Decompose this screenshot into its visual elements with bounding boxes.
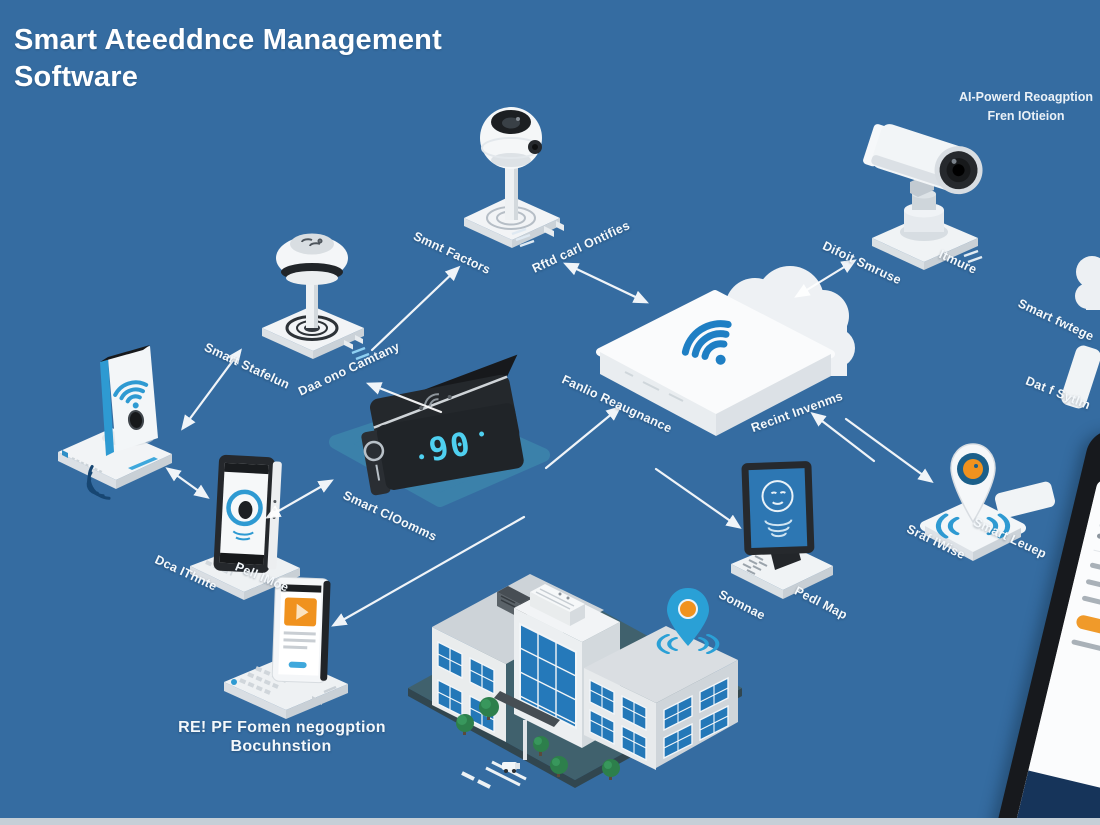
dome-camera <box>448 98 578 256</box>
media-tablet-illustration <box>224 576 348 719</box>
media-screen <box>271 576 331 684</box>
pin-ripples-icon <box>656 634 720 654</box>
station-cap-marks <box>301 238 323 247</box>
office-building <box>402 530 747 790</box>
wifi-router-illustration <box>58 345 172 500</box>
image-bottom-strip <box>0 818 1100 825</box>
cloud-hub <box>585 256 855 446</box>
kiosk-display <box>723 460 841 616</box>
router-wifi-icon <box>113 380 149 409</box>
cloud-partial-illustration <box>1075 256 1100 310</box>
cloud-hub-illustration <box>596 266 855 436</box>
top-right-note: AI-Powerd Reoagption Fren IOtieion <box>948 88 1100 127</box>
smart-station-illustration <box>262 233 370 361</box>
page-title: Smart Ateeddnce Management Software <box>14 22 442 96</box>
router-blue-stripe <box>100 358 114 456</box>
clock-side-lens <box>363 440 385 462</box>
edge-device-partial <box>1059 343 1100 411</box>
location-pin-pad <box>913 430 1031 582</box>
smart-station <box>252 222 377 368</box>
dome-camera-illustration <box>464 107 564 248</box>
scan-screen <box>213 454 282 573</box>
face-outline-icon <box>761 480 794 513</box>
pad-ripples-icon <box>935 513 1011 539</box>
connector-arrow-0 <box>370 265 461 352</box>
glass-facade <box>519 622 577 730</box>
kiosk-illustration <box>731 461 833 599</box>
wifi-icon <box>681 320 732 365</box>
ground-ripples-icon <box>86 464 111 500</box>
bullet-camera-illustration <box>863 124 983 270</box>
media-tablet-laptop <box>216 576 356 730</box>
entrance-canopy <box>494 691 560 727</box>
signal-dashes <box>511 227 535 248</box>
bullet-camera <box>852 118 1000 274</box>
cloud-partial <box>1064 246 1100 320</box>
location-pin-pad-illustration <box>920 443 1026 561</box>
kiosk-screen <box>741 461 815 556</box>
title-line2: Software <box>14 61 139 94</box>
bullet-camera-body <box>863 124 983 195</box>
rooftop-unit <box>530 584 585 626</box>
title-line1: Smart Ateeddnce Management <box>14 24 442 56</box>
face-scan-ring <box>226 489 263 527</box>
face-scan-laptop-illustration <box>190 454 300 600</box>
smart-clock: 90 <box>328 354 560 535</box>
face-scan-laptop <box>186 448 316 602</box>
kiosk-vents <box>742 555 768 575</box>
note-line2: Fren IOtieion <box>987 109 1065 124</box>
delivery-van <box>502 762 520 773</box>
clock-display: 90 <box>426 424 474 469</box>
office-building-illustration <box>408 574 742 789</box>
note-line1: AI-Powerd Reoagption <box>958 90 1094 104</box>
app-action-button <box>1075 613 1100 644</box>
smart-clock-illustration: 90 <box>329 354 550 507</box>
wifi-router <box>48 340 193 508</box>
router-camera-dot <box>127 410 145 430</box>
trees <box>456 697 620 780</box>
diagram-label-caption-line2: Bocuhnstion <box>230 738 332 755</box>
